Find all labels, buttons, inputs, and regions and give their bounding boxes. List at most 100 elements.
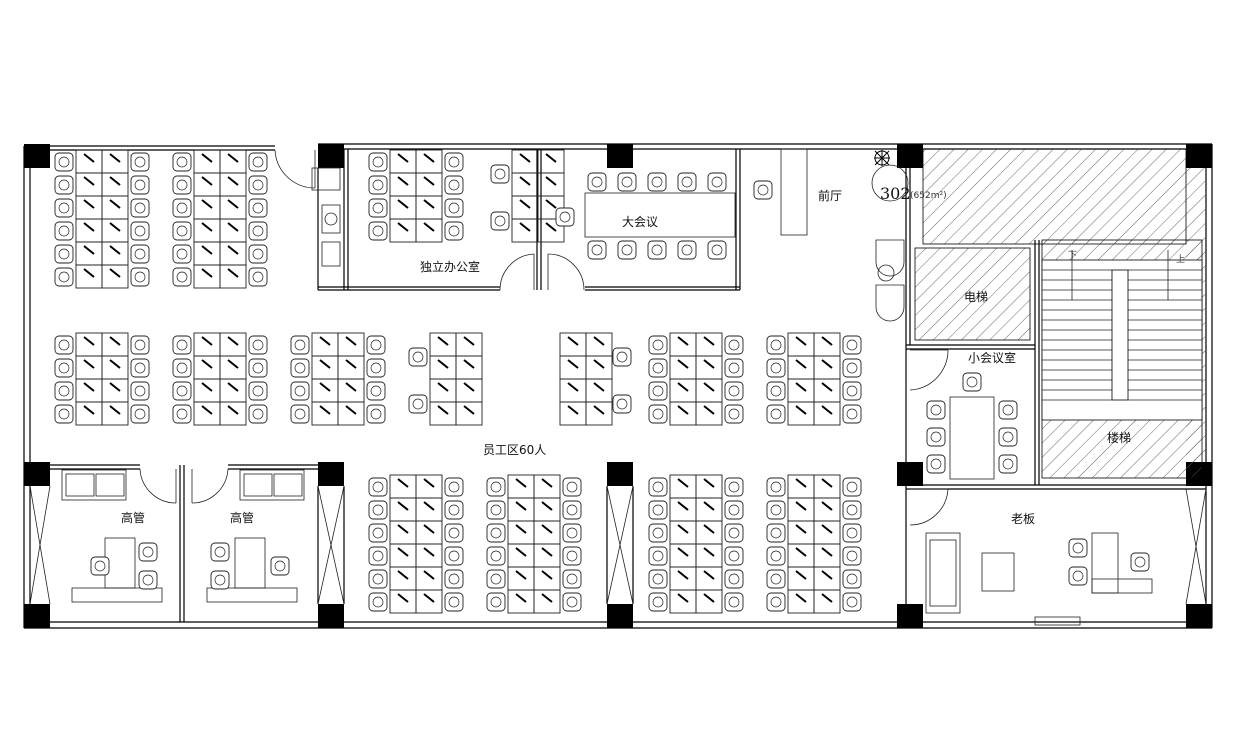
chair-icon xyxy=(707,240,727,260)
chair-seat xyxy=(368,175,388,195)
chair-seat xyxy=(724,523,744,543)
chair-seat xyxy=(368,198,388,218)
desk xyxy=(219,218,247,243)
chair-icon xyxy=(648,546,668,566)
desk xyxy=(415,195,443,220)
desk xyxy=(511,172,539,197)
chair-icon xyxy=(612,347,632,367)
chair-icon xyxy=(724,381,744,401)
chair-icon xyxy=(486,569,506,589)
desk xyxy=(533,543,561,568)
chair-seat xyxy=(486,523,506,543)
chair-icon xyxy=(647,240,667,260)
chair-icon xyxy=(842,592,862,612)
chair-seat xyxy=(766,500,786,520)
chair-seat xyxy=(998,400,1018,420)
chair-cushion xyxy=(846,408,858,420)
chair-icon xyxy=(842,569,862,589)
chair-seat xyxy=(368,477,388,497)
chair-cushion xyxy=(770,481,782,493)
chair-seat xyxy=(368,546,388,566)
chair-icon xyxy=(368,592,388,612)
chair-icon xyxy=(648,404,668,424)
monitor-icon xyxy=(227,222,239,232)
chair-seat xyxy=(648,592,668,612)
chair-icon xyxy=(724,477,744,497)
monitor-icon xyxy=(201,176,213,186)
desk xyxy=(511,149,539,174)
desk xyxy=(219,332,247,357)
label-staff-area: 员工区60人 xyxy=(483,443,546,457)
monitor-icon xyxy=(83,336,95,346)
chair-seat xyxy=(130,267,150,287)
chair-cushion xyxy=(651,244,663,256)
chair-icon xyxy=(408,394,428,414)
chair-cushion xyxy=(728,527,740,539)
chair-seat xyxy=(368,221,388,241)
chair-seat xyxy=(366,358,386,378)
monitor-icon xyxy=(677,524,689,534)
chair-seat xyxy=(677,240,697,260)
chair-icon xyxy=(408,347,428,367)
chair-seat xyxy=(368,569,388,589)
monitor-icon xyxy=(227,382,239,392)
chair-cushion xyxy=(846,527,858,539)
desk xyxy=(75,195,103,220)
desk xyxy=(429,355,457,380)
desk xyxy=(75,378,103,403)
chair-seat xyxy=(90,556,110,576)
monitor-icon xyxy=(345,382,357,392)
chair-cushion xyxy=(770,408,782,420)
chair-seat xyxy=(562,523,582,543)
desk xyxy=(695,520,723,545)
chair-icon xyxy=(130,244,150,264)
interior-partitions xyxy=(29,148,1207,628)
desk xyxy=(455,355,483,380)
desk xyxy=(787,520,815,545)
chair-cushion xyxy=(252,339,264,351)
chair-icon xyxy=(368,198,388,218)
desk xyxy=(337,332,365,357)
monitor-icon xyxy=(567,382,579,392)
chair-icon xyxy=(842,546,862,566)
monitor-icon xyxy=(677,570,689,580)
chair-seat xyxy=(248,244,268,264)
chair-cushion xyxy=(252,408,264,420)
chair-cushion xyxy=(372,527,384,539)
label-exec-right: 高管 xyxy=(230,510,254,525)
chair-seat xyxy=(172,335,192,355)
chair-seat xyxy=(290,381,310,401)
monitor-icon xyxy=(109,245,121,255)
chair-icon xyxy=(54,335,74,355)
chair-cushion xyxy=(490,504,502,516)
desk xyxy=(455,378,483,403)
monitor-icon xyxy=(541,524,553,534)
chair-cushion xyxy=(728,339,740,351)
monitor-icon xyxy=(109,382,121,392)
chair-icon xyxy=(210,570,230,590)
monitor-icon xyxy=(821,359,833,369)
desk xyxy=(507,497,535,522)
chair-cushion xyxy=(559,211,571,223)
chair-icon xyxy=(172,221,192,241)
chair-cushion xyxy=(846,550,858,562)
desk xyxy=(813,474,841,499)
chair-cushion xyxy=(58,385,70,397)
chair-seat xyxy=(724,500,744,520)
chair-seat xyxy=(408,394,428,414)
chair-icon xyxy=(648,358,668,378)
monitor-icon xyxy=(397,153,409,163)
chair-cushion xyxy=(94,560,106,572)
chair-seat xyxy=(648,477,668,497)
chair-seat xyxy=(490,164,510,184)
chair-icon xyxy=(130,381,150,401)
monitor-icon xyxy=(821,382,833,392)
chair-icon xyxy=(1068,566,1088,586)
chair-icon xyxy=(54,221,74,241)
monitor-icon xyxy=(437,359,449,369)
chair-cushion xyxy=(58,408,70,420)
chair-cushion xyxy=(566,481,578,493)
chair-cushion xyxy=(846,339,858,351)
desk xyxy=(669,497,697,522)
monitor-icon xyxy=(437,336,449,346)
